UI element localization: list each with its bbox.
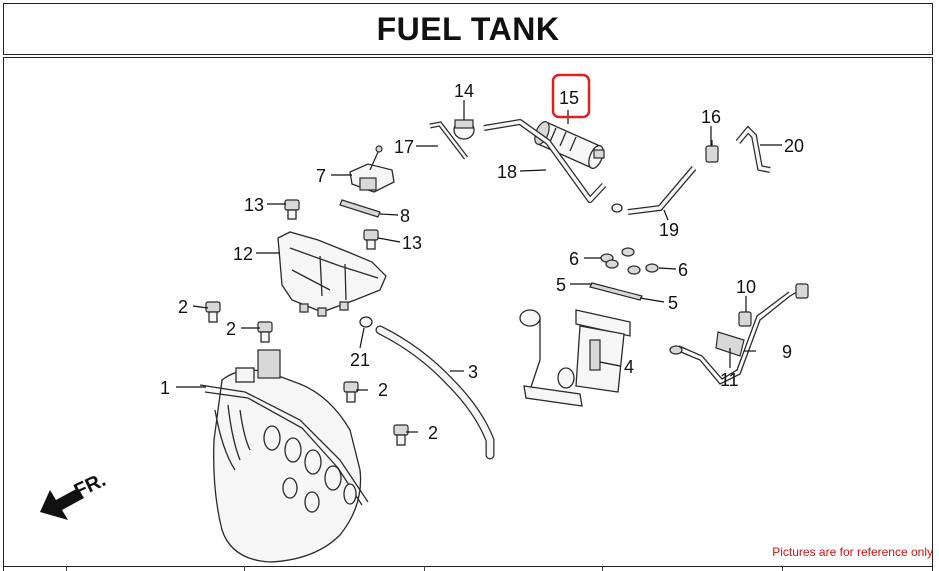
callout-21[interactable]: 21 bbox=[350, 350, 370, 370]
bottom-strip bbox=[3, 566, 933, 571]
bolt-2d-part[interactable] bbox=[393, 424, 409, 446]
callout-17[interactable]: 17 bbox=[394, 137, 414, 157]
vent-tube-18-part[interactable] bbox=[483, 119, 607, 203]
nut-6-set-part[interactable] bbox=[600, 247, 659, 275]
bracket-11-part[interactable] bbox=[715, 331, 745, 357]
callout-20[interactable]: 20 bbox=[784, 136, 804, 156]
disclaimer-note: Pictures are for reference only bbox=[772, 545, 933, 559]
tube-17-part[interactable] bbox=[429, 121, 468, 160]
callout-5[interactable]: 5 bbox=[668, 293, 678, 313]
pump-gasket-part[interactable] bbox=[589, 282, 643, 301]
bottom-divider bbox=[782, 566, 783, 571]
callout-10[interactable]: 10 bbox=[736, 277, 756, 297]
callout-11[interactable]: 11 bbox=[720, 370, 739, 390]
tank-tray-part[interactable] bbox=[277, 231, 387, 317]
fuel-pump-part[interactable] bbox=[519, 309, 631, 407]
bottom-divider bbox=[66, 566, 67, 571]
bottom-divider bbox=[602, 566, 603, 571]
bolt-2b-part[interactable] bbox=[257, 321, 273, 343]
callout-3[interactable]: 3 bbox=[468, 362, 478, 382]
callout-labels: 1 2 2 2 2 3 4 5 5 6 6 7 8 9 10 11 12 13 … bbox=[160, 81, 804, 443]
title-bar: FUEL TANK bbox=[3, 3, 933, 55]
callout-12[interactable]: 12 bbox=[233, 244, 253, 264]
leader-lines bbox=[176, 100, 782, 433]
selected-part-highlight bbox=[551, 73, 591, 119]
bolt-13a-part[interactable] bbox=[284, 199, 300, 220]
callout-2[interactable]: 2 bbox=[428, 423, 438, 443]
hose-clip-21-part[interactable] bbox=[359, 316, 373, 328]
drain-hose-part[interactable] bbox=[375, 325, 495, 460]
fuel-tank-part[interactable] bbox=[199, 349, 369, 563]
valve-16-part[interactable] bbox=[705, 140, 719, 163]
callout-1[interactable]: 1 bbox=[160, 378, 170, 398]
tube-19-part[interactable] bbox=[611, 166, 697, 215]
callout-2[interactable]: 2 bbox=[226, 319, 236, 339]
bolt-13b-part[interactable] bbox=[363, 229, 379, 250]
grommet-10-part[interactable] bbox=[738, 311, 752, 327]
front-direction-arrow-icon: FR. bbox=[40, 469, 109, 520]
callout-7[interactable]: 7 bbox=[316, 166, 326, 186]
fuel-cap-part[interactable] bbox=[349, 145, 395, 193]
tube-20-part[interactable] bbox=[735, 125, 771, 173]
callout-5[interactable]: 5 bbox=[556, 275, 566, 295]
callout-15[interactable]: 15 bbox=[559, 88, 579, 108]
callout-13[interactable]: 13 bbox=[402, 233, 422, 253]
callout-16[interactable]: 16 bbox=[701, 107, 721, 127]
callout-9[interactable]: 9 bbox=[782, 342, 792, 362]
callout-4[interactable]: 4 bbox=[624, 357, 634, 377]
diagram-frame bbox=[3, 57, 933, 567]
evap-canister-part[interactable] bbox=[532, 120, 606, 171]
bolt-2c-part[interactable] bbox=[343, 381, 359, 403]
clamp-14-part[interactable] bbox=[453, 119, 475, 140]
bottom-divider bbox=[424, 566, 425, 571]
callout-8[interactable]: 8 bbox=[400, 206, 410, 226]
callout-6[interactable]: 6 bbox=[678, 260, 688, 280]
bolt-2a-part[interactable] bbox=[205, 301, 221, 323]
bottom-divider bbox=[244, 566, 245, 571]
page-title: FUEL TANK bbox=[376, 10, 560, 47]
sensor-cable-9-part[interactable] bbox=[669, 283, 809, 385]
callout-14[interactable]: 14 bbox=[454, 81, 474, 101]
callout-2[interactable]: 2 bbox=[178, 297, 188, 317]
callout-18[interactable]: 18 bbox=[497, 162, 517, 182]
callout-19[interactable]: 19 bbox=[659, 220, 679, 240]
gasket-strip-part[interactable] bbox=[339, 199, 381, 218]
callout-6[interactable]: 6 bbox=[569, 249, 579, 269]
callout-2[interactable]: 2 bbox=[378, 380, 388, 400]
callout-13[interactable]: 13 bbox=[244, 195, 264, 215]
